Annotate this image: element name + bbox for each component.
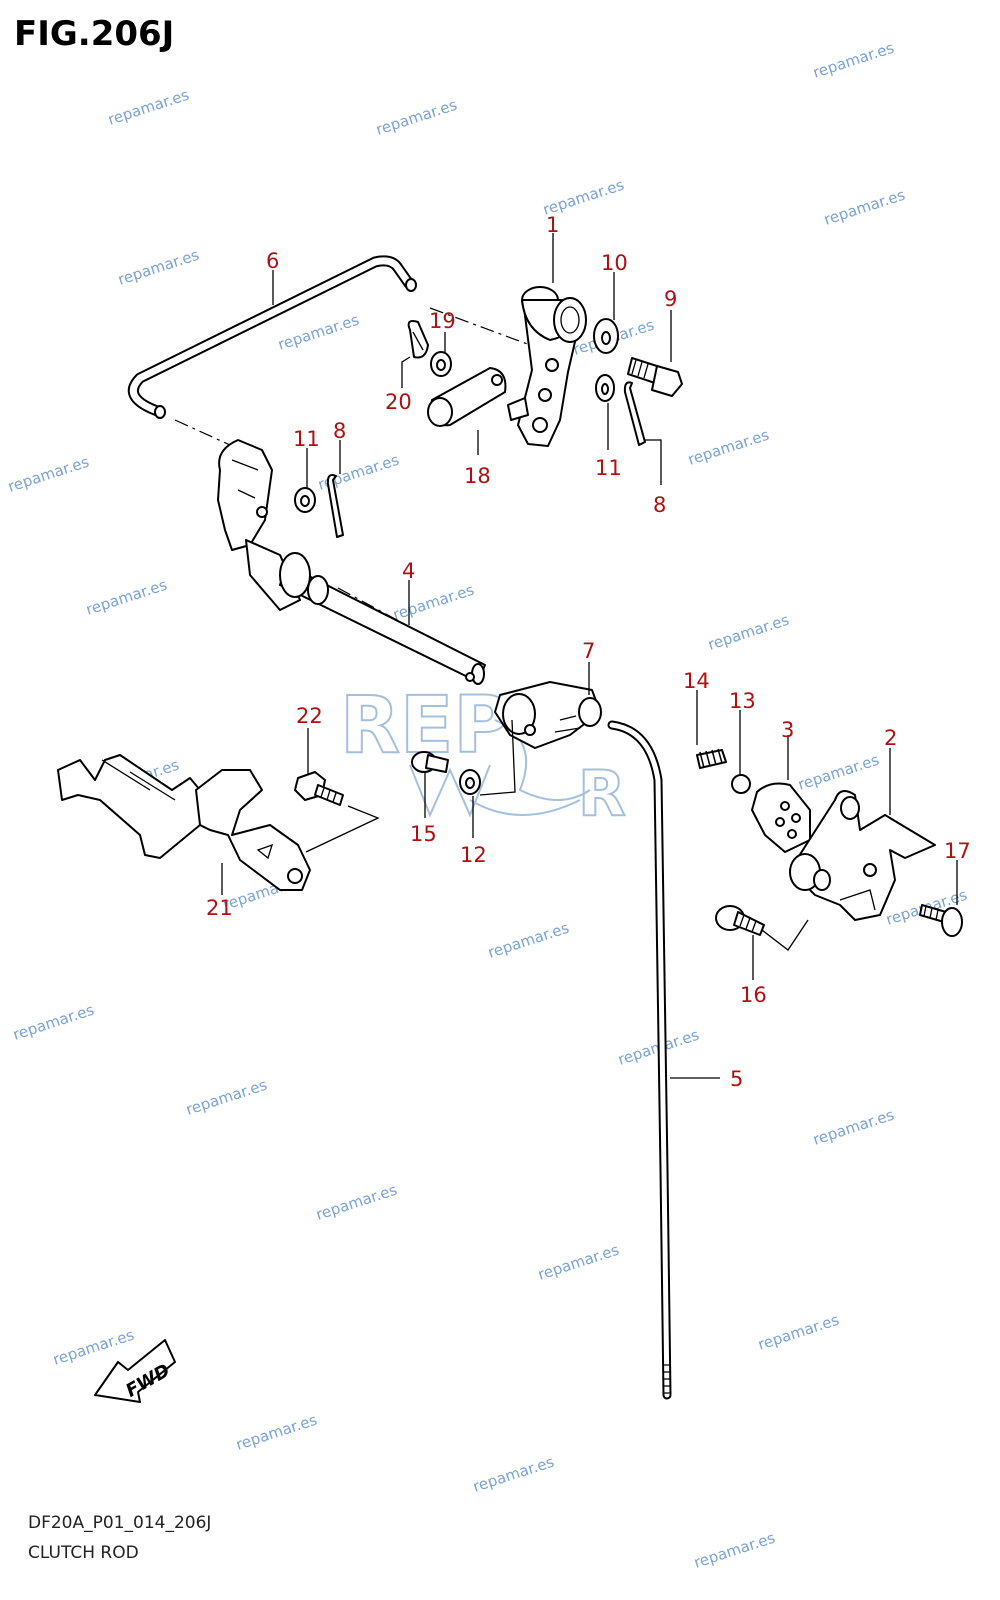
part-19-washer (430, 351, 452, 377)
part-16-bolt (715, 905, 765, 936)
part-6-link-rod (127, 255, 417, 419)
part-8-cotter-pin-upper (623, 381, 646, 446)
figure-title: FIG.206J (14, 14, 175, 54)
watermark-text: repamar.es (374, 96, 460, 139)
part-12-washer (459, 769, 481, 795)
callout-11-upper: 11 (595, 456, 622, 480)
part-7-rod-joint (494, 681, 602, 749)
callout-21: 21 (206, 896, 233, 920)
callout-18: 18 (464, 464, 491, 488)
watermark-text: repamar.es (692, 1529, 778, 1572)
part-22-bolt (294, 771, 344, 806)
watermark-text: repamar.es (314, 1181, 400, 1224)
watermark-text: repamar.es (811, 1106, 897, 1149)
callout-16: 16 (740, 983, 767, 1007)
part-4-clutch-shaft (217, 439, 486, 685)
callout-4: 4 (402, 559, 415, 583)
watermark-text: repamar.es (796, 751, 882, 794)
callout-17: 17 (944, 839, 971, 863)
watermark-text: repamar.es (184, 1076, 270, 1119)
callout-7: 7 (582, 639, 595, 663)
fwd-arrow-badge: FWD (94, 1339, 176, 1403)
watermark-text: repamar.es (756, 1311, 842, 1354)
leader-lines (221, 233, 958, 1079)
watermark-text: repamar.es (234, 1411, 320, 1454)
callout-12: 12 (460, 843, 487, 867)
figure-name: CLUTCH ROD (28, 1543, 139, 1563)
watermark-text: repamar.es (116, 246, 202, 289)
callout-13: 13 (729, 689, 756, 713)
watermark-text: repamar.es (486, 919, 572, 962)
watermark-text: repamar.es (84, 576, 170, 619)
callout-22: 22 (296, 704, 323, 728)
callout-3: 3 (781, 718, 794, 742)
part-10-washer (593, 318, 619, 354)
part-13-ball (731, 774, 751, 794)
watermark-text: repamar.es (471, 1453, 557, 1496)
part-21-bracket (57, 754, 311, 891)
watermark-text: repamar.es (811, 39, 897, 82)
watermark-text: repamar.es (11, 1001, 97, 1044)
part-14-spring (696, 748, 727, 769)
callout-1: 1 (546, 213, 559, 237)
part-3-detent-block (751, 782, 811, 853)
callout-19: 19 (429, 309, 456, 333)
callout-8-lower: 8 (333, 419, 346, 443)
part-20-clip (407, 320, 429, 359)
watermark-text: repamar.es (51, 1326, 137, 1369)
callout-8-upper: 8 (653, 493, 666, 517)
watermark-text: repamar.es (686, 426, 772, 469)
part-9-bolt (627, 357, 683, 397)
callout-2: 2 (884, 726, 897, 750)
part-15-bolt (411, 751, 449, 773)
figure-code: DF20A_P01_014_206J (28, 1513, 212, 1533)
callout-20: 20 (385, 390, 412, 414)
watermark-text: repamar.es (706, 611, 792, 654)
part-18-link-arm (427, 367, 507, 427)
watermark-text: repamar.es (822, 186, 908, 229)
callout-numbers: 1 2 3 4 5 6 7 8 8 9 10 11 11 12 13 14 15… (206, 213, 971, 1091)
callout-9: 9 (664, 287, 677, 311)
callout-6: 6 (266, 249, 279, 273)
part-5-clutch-rod (607, 720, 672, 1400)
watermark-text: repamar.es (536, 1241, 622, 1284)
callout-10: 10 (601, 251, 628, 275)
part-1-shift-lever (507, 286, 587, 447)
part-11-washer-lower (294, 487, 316, 513)
watermark-text: repamar.es (391, 581, 477, 624)
watermark-text: repamar.es (106, 86, 192, 129)
part-2-cam-lever (789, 790, 936, 921)
callout-15: 15 (410, 822, 437, 846)
watermark-text: repamar.es (276, 311, 362, 354)
part-11-washer-upper (595, 374, 615, 402)
callout-14: 14 (683, 669, 710, 693)
part-8-cotter-pin-lower (326, 474, 344, 538)
callout-11-lower: 11 (293, 427, 320, 451)
callout-5: 5 (730, 1067, 743, 1091)
part-17-screw (919, 904, 963, 937)
watermark-text: repamar.es (6, 453, 92, 496)
